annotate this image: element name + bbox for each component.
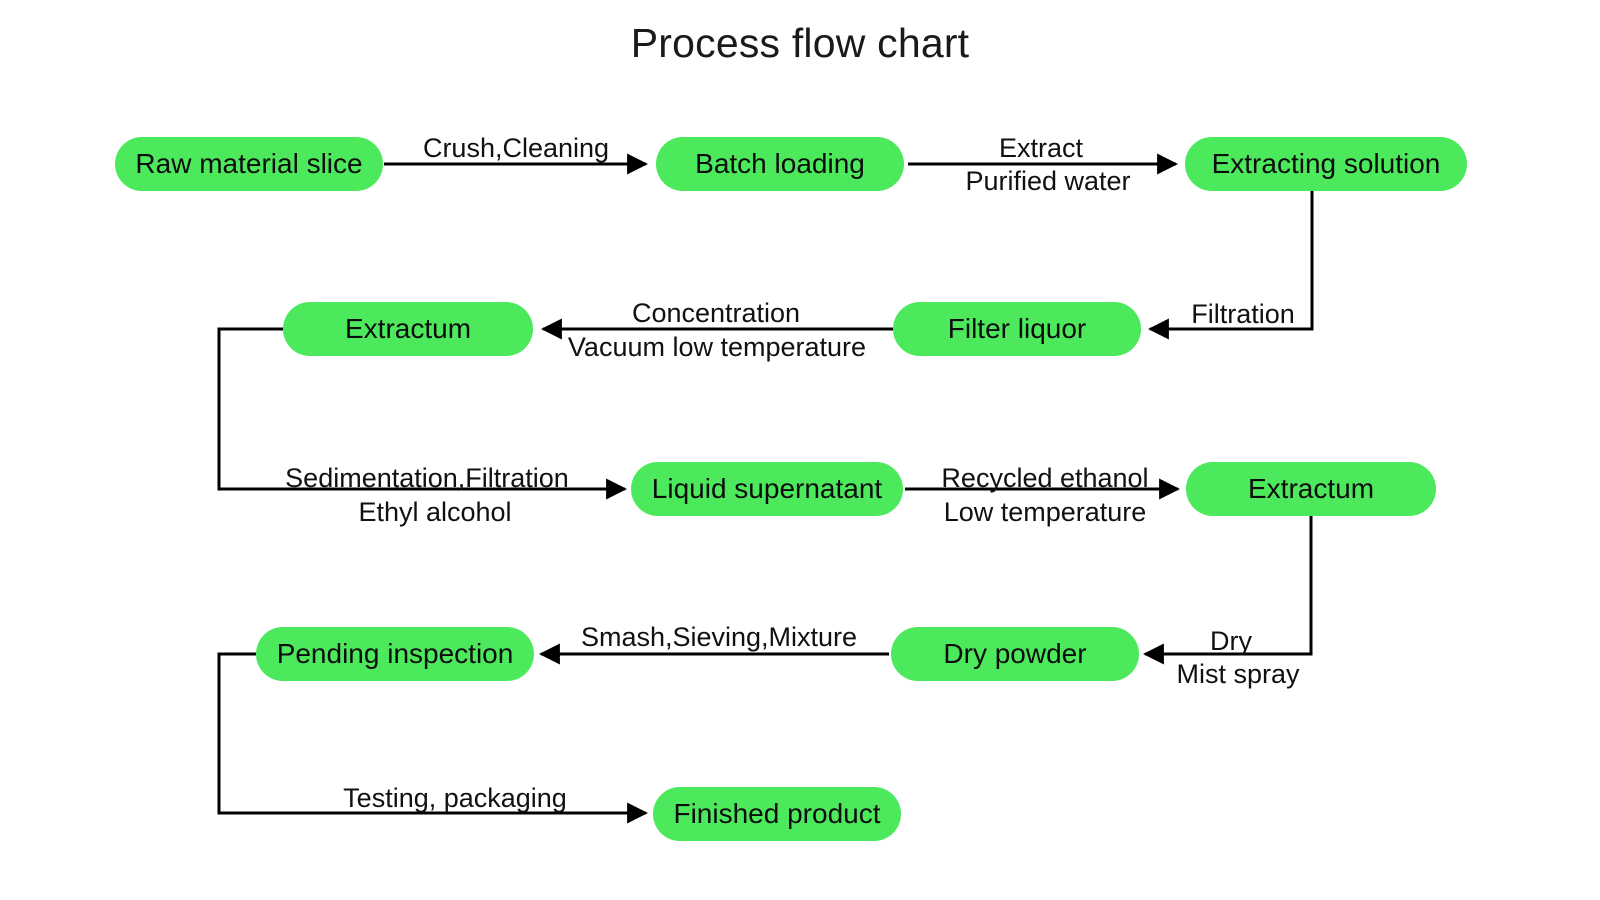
connector-testing [217,652,649,824]
edge-label-dry-above: Dry [1210,624,1252,659]
node-label: Dry powder [943,638,1087,669]
node-batch-loading[interactable]: Batch loading [656,137,904,191]
edge-label-text: Purified water [965,166,1131,196]
edge-label-text: Extract [998,133,1084,163]
edge-label-concentration-below: Vacuum low temperature [568,330,866,365]
edge-label-text: Sedimentation,Filtration [285,463,569,493]
edge-label-text: Concentration [631,298,801,328]
edge-label-text: Low temperature [943,497,1147,527]
edge-label-sedimentation-above: Sedimentation,Filtration [285,461,569,496]
node-label: Raw material slice [135,148,363,179]
edge-label-text: Recycled ethanol [941,463,1149,493]
edge-label-testing-above: Testing, packaging [343,781,567,816]
node-extracting-solution[interactable]: Extracting solution [1185,137,1467,191]
node-label: Finished product [673,798,881,829]
connector-dry [1142,516,1313,665]
edge-label-filtration-above: Filtration [1191,297,1295,332]
edge-label-extract-below: Purified water [965,164,1130,199]
node-filter-liquor[interactable]: Filter liquor [893,302,1141,356]
edge-label-dry-below: Mist spray [1176,657,1299,692]
page-title: Process flow chart [630,20,970,66]
node-dry-powder[interactable]: Dry powder [891,627,1139,681]
edge-label-sedimentation-below: Ethyl alcohol [358,495,511,530]
node-label: Filter liquor [947,313,1087,344]
edge-label-text: Testing, packaging [343,783,567,813]
edge-label-text: Vacuum low temperature [567,332,867,362]
connector-sedimentation [217,327,628,500]
edge-label-crush-cleaning-above: Crush,Cleaning [423,131,609,166]
node-label: Pending inspection [276,638,514,669]
edge-label-text: Crush,Cleaning [422,133,610,163]
edge-label-text: Ethyl alcohol [358,497,512,527]
edge-label-text: Mist spray [1176,659,1300,689]
node-label: Liquid supernatant [651,473,883,504]
edge-label-text: Dry [1210,626,1252,656]
edge-label-text: Filtration [1191,299,1295,329]
node-label: Extractum [344,313,472,344]
node-pending-inspection[interactable]: Pending inspection [256,627,534,681]
edge-label-extract-above: Extract [999,131,1083,166]
node-liquid-supernatant[interactable]: Liquid supernatant [631,462,903,516]
node-label: Extractum [1247,473,1375,504]
edge-label-concentration-above: Concentration [632,296,800,331]
edge-label-recycled-ethanol-below: Low temperature [944,495,1147,530]
node-finished-product[interactable]: Finished product [653,787,901,841]
edge-label-recycled-ethanol-above: Recycled ethanol [941,461,1148,496]
edge-label-smash-above: Smash,Sieving,Mixture [581,620,857,655]
node-raw-material-slice[interactable]: Raw material slice [115,137,383,191]
node-extractum-2[interactable]: Extractum [1186,462,1436,516]
node-label: Extracting solution [1211,148,1441,179]
node-extractum-1[interactable]: Extractum [283,302,533,356]
connector-filtration [1147,191,1314,340]
node-label: Batch loading [695,148,865,179]
edge-label-text: Smash,Sieving,Mixture [580,622,858,652]
